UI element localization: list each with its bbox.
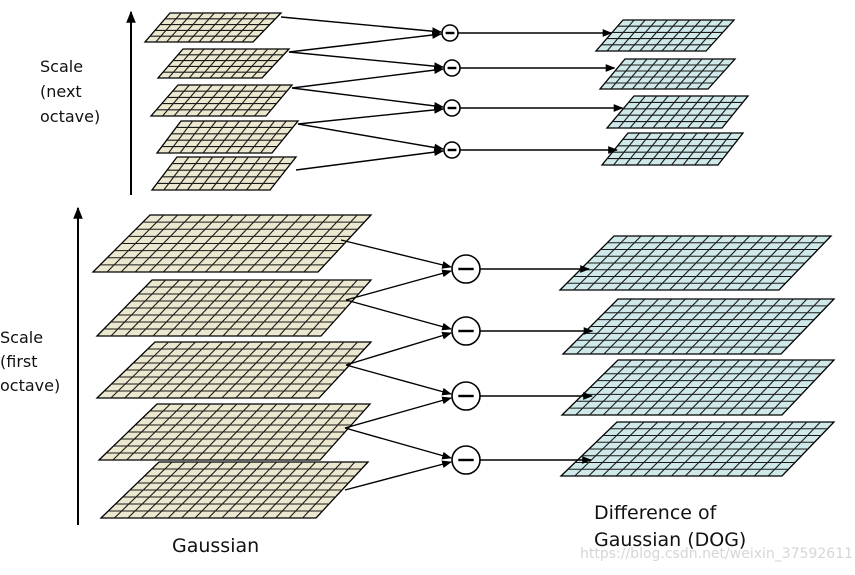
- arrow-first-a-1: [340, 239, 452, 269]
- arrow-next-a-2: [288, 51, 444, 71]
- arrow-first-b-1: [345, 269, 452, 301]
- gaussian-layer-next-5: [150, 156, 298, 191]
- gaussian-layer-first-4: [97, 403, 372, 461]
- arrow-first-b-4: [344, 460, 452, 491]
- dog-layer-next-2: [598, 58, 737, 90]
- minus-node-next-4: [443, 141, 461, 159]
- dog-layer-first-3: [560, 359, 836, 416]
- dog-layer-next-4: [600, 132, 745, 166]
- arrow-first-a-2: [345, 299, 452, 331]
- gaussian-layer-next-3: [149, 84, 294, 117]
- arrow-next-b-1: [288, 31, 442, 53]
- gaussian-layer-next-4: [155, 120, 300, 154]
- arrow-next-b-4: [295, 148, 444, 171]
- minus-node-next-2: [443, 59, 461, 77]
- dog-layer-first-1: [558, 235, 833, 291]
- arrow-first-b-3: [344, 396, 452, 429]
- arrow-first-b-2: [345, 331, 452, 366]
- minus-node-next-1: [441, 24, 459, 42]
- arrow-next-a-3: [291, 87, 444, 110]
- gaussian-label: Gaussian: [172, 535, 259, 557]
- layers-group: [91, 12, 836, 519]
- minus-node-first-1: [451, 254, 481, 284]
- minus-node-first-2: [451, 316, 481, 346]
- connectors-group: [280, 16, 624, 491]
- arrow-first-a-4: [344, 427, 452, 460]
- scale-first-label: Scale (first octave): [0, 328, 60, 395]
- gaussian-layer-first-1: [91, 214, 373, 273]
- dog-layer-first-2: [561, 298, 836, 355]
- arrow-first-a-3: [345, 364, 452, 396]
- gaussian-layer-next-1: [143, 12, 283, 43]
- gaussian-layer-first-3: [95, 341, 373, 399]
- minus-node-first-4: [451, 445, 481, 475]
- scale-next-label: Scale (next octave): [40, 57, 100, 126]
- dog-layer-first-4: [559, 421, 836, 477]
- gaussian-layer-next-2: [156, 48, 291, 79]
- arrow-next-b-2: [291, 66, 444, 89]
- arrow-next-a-1: [280, 16, 442, 36]
- dog-layer-next-3: [605, 95, 750, 129]
- gaussian-layer-first-2: [95, 279, 373, 337]
- dog-label: Difference of Gaussian (DOG): [594, 502, 746, 551]
- dog-layer-next-1: [594, 19, 736, 52]
- minus-node-next-3: [443, 99, 461, 117]
- arrow-next-a-4: [297, 123, 444, 152]
- minus-node-first-3: [451, 381, 481, 411]
- gaussian-layer-first-5: [99, 461, 370, 519]
- watermark-text: https://blog.csdn.net/weixin_37592611: [580, 546, 853, 562]
- arrow-next-b-3: [297, 106, 444, 125]
